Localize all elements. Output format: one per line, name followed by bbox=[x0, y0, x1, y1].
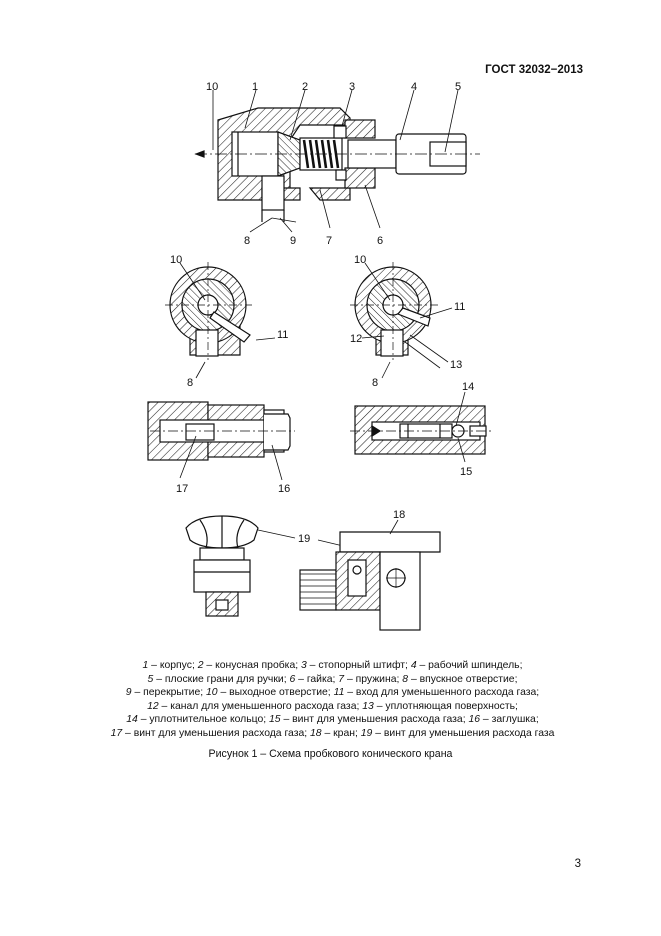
screw-view bbox=[350, 405, 492, 455]
label-10: 10 bbox=[206, 81, 218, 93]
label-8-left: 8 bbox=[187, 377, 193, 389]
label-15: 15 bbox=[460, 466, 472, 478]
figure-legend: 1 – корпус; 2 – конусная пробка; 3 – сто… bbox=[60, 659, 605, 741]
label-10-right: 10 bbox=[354, 254, 366, 266]
main-section-view bbox=[194, 107, 480, 222]
label-14: 14 bbox=[462, 381, 474, 393]
knob-view bbox=[185, 515, 259, 617]
label-3: 3 bbox=[349, 81, 355, 93]
label-12: 12 bbox=[350, 333, 362, 345]
legend-line: 1 – корпус; 2 – конусная пробка; 3 – сто… bbox=[142, 660, 523, 671]
label-11-right: 11 bbox=[454, 301, 465, 313]
label-8-right: 8 bbox=[372, 377, 378, 389]
standard-header: ГОСТ 32032−2013 bbox=[485, 64, 583, 76]
label-16: 16 bbox=[278, 483, 290, 495]
label-10-left: 10 bbox=[170, 254, 182, 266]
legend-line: 5 – плоские грани для ручки; 6 – гайка; … bbox=[147, 673, 518, 685]
main-view-leaders bbox=[212, 89, 459, 233]
label-13: 13 bbox=[450, 359, 462, 371]
label-18: 18 bbox=[393, 509, 405, 521]
section-left bbox=[165, 262, 252, 360]
label-9: 9 bbox=[290, 235, 296, 247]
legend-line: 14 – уплотнительное кольцо; 15 – винт дл… bbox=[126, 714, 539, 726]
label-8: 8 bbox=[244, 235, 250, 247]
valve-view bbox=[299, 531, 441, 631]
figure-caption: Рисунок 1 – Схема пробкового конического… bbox=[208, 748, 453, 760]
plug-view bbox=[147, 401, 295, 461]
label-4: 4 bbox=[411, 81, 417, 93]
page-number: 3 bbox=[574, 858, 581, 870]
label-7: 7 bbox=[326, 235, 332, 247]
main-view-labels: 10 1 2 3 4 5 8 9 7 6 bbox=[206, 81, 461, 247]
label-1: 1 bbox=[252, 81, 258, 93]
section-right bbox=[350, 262, 438, 360]
label-2: 2 bbox=[302, 81, 308, 93]
label-5: 5 bbox=[455, 81, 461, 93]
label-11-left: 11 bbox=[277, 329, 288, 341]
label-6: 6 bbox=[377, 235, 383, 247]
legend-line: 17 – винт для уменьшения расхода газа; 1… bbox=[110, 727, 555, 739]
label-19: 19 bbox=[298, 533, 310, 545]
legend-line: 9 – перекрытие; 10 – выходное отверстие;… bbox=[125, 687, 540, 699]
valve-drawing: 10 1 2 3 4 5 8 9 7 6 10 11 8 bbox=[147, 81, 492, 631]
label-17: 17 bbox=[176, 483, 188, 495]
legend-line: 12 – канал для уменьшенного расхода газа… bbox=[147, 700, 518, 712]
